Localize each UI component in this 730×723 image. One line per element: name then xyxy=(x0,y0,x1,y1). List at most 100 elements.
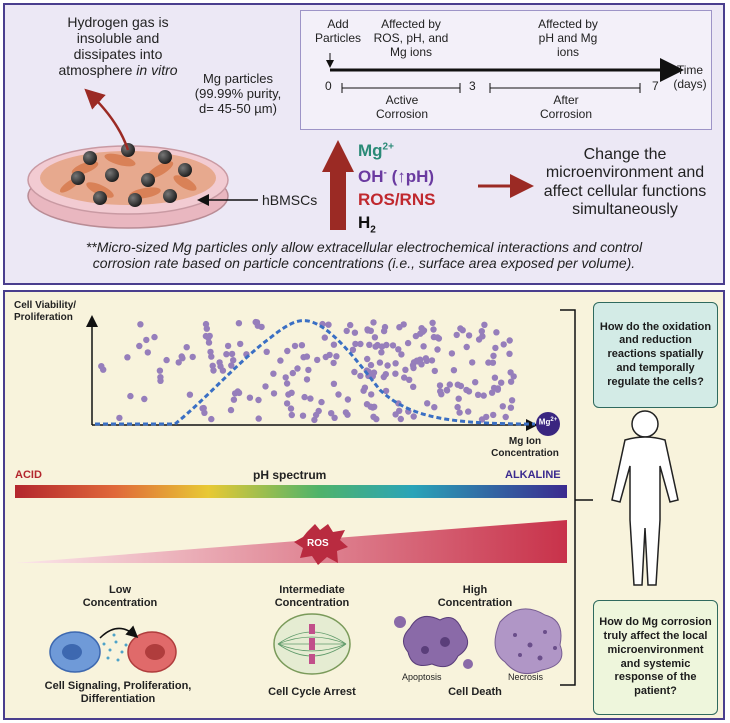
scatter-dot xyxy=(199,405,206,412)
high-effect-label: Cell Death xyxy=(448,686,502,698)
scatter-dot xyxy=(314,356,321,364)
scatter-dot xyxy=(253,319,261,326)
scatter-dot xyxy=(318,398,325,406)
add-particles-label: Add Particles xyxy=(313,17,363,46)
x-axis-line-2: Concentration xyxy=(491,447,559,459)
mg-badge-charge: 2+ xyxy=(550,417,558,423)
scatter-dot xyxy=(357,372,364,380)
scatter-dot xyxy=(478,328,485,335)
scatter-dot xyxy=(202,332,210,340)
timeline-graphic xyxy=(326,53,684,93)
scatter-dot xyxy=(283,380,291,387)
scatter-dot xyxy=(270,370,277,377)
tick-0: 0 xyxy=(325,79,332,93)
scatter-dot xyxy=(392,360,399,367)
scatter-dot xyxy=(384,362,391,369)
scatter-dot xyxy=(489,359,497,366)
active-line-2: Corrosion xyxy=(375,106,429,121)
scatter-dot xyxy=(343,327,350,335)
scatter-dot xyxy=(183,344,190,351)
human-silhouette-icon xyxy=(611,410,679,586)
hydroxide-product: OH- (↑pH) xyxy=(358,167,434,187)
scatter-dot xyxy=(349,346,357,353)
scatter-dot xyxy=(463,386,470,394)
scatter-dot xyxy=(508,397,516,404)
scatter-dot xyxy=(430,326,437,333)
question-box-1: How do the oxidation and reduction react… xyxy=(593,302,718,408)
ph-spectrum-bar xyxy=(15,485,567,498)
scatter-dot xyxy=(410,413,417,420)
y-axis-line-2: Proliferation xyxy=(14,311,73,323)
tick-3: 3 xyxy=(469,79,476,93)
scatter-dot xyxy=(418,361,425,368)
scatter-dot xyxy=(450,367,458,374)
scatter-dot xyxy=(380,327,388,335)
scatter-dot xyxy=(453,331,460,339)
scatter-dot xyxy=(330,359,337,367)
mg-particles-line-2: (99.99% purity, xyxy=(194,85,282,101)
scatter-dot xyxy=(378,349,385,356)
high-line-2: Concentration xyxy=(437,596,513,609)
scatter-dot xyxy=(277,357,284,364)
hydrogen-note: Hydrogen gas is insoluble and dissipates… xyxy=(28,14,208,78)
x-axis-line-1: Mg Ion xyxy=(508,436,542,447)
scatter-dot xyxy=(291,342,299,350)
scatter-dot xyxy=(98,363,105,370)
footnote-line-1: **Micro-sized Mg particles only allow ex… xyxy=(85,239,643,255)
scatter-dot xyxy=(507,369,514,376)
scatter-dot xyxy=(418,325,425,332)
scatter-dot xyxy=(507,404,515,411)
result-line-3: affect cellular functions xyxy=(543,182,707,200)
scatter-dot xyxy=(298,342,306,349)
low-line-2: Concentration xyxy=(82,596,158,609)
scatter-dot xyxy=(136,342,143,350)
mg-particles-line-1: Mg particles xyxy=(202,71,274,86)
scatter-dot xyxy=(502,413,509,421)
scatter-dot xyxy=(331,414,338,421)
scatter-dot xyxy=(488,389,496,396)
ros-burst-icon xyxy=(294,524,348,565)
scatter-dot xyxy=(475,336,483,343)
scatter-dot xyxy=(373,415,380,423)
y-axis-line-1: Cell Viability/ xyxy=(14,300,77,311)
scatter-dot xyxy=(141,395,148,403)
active-line-1: Active xyxy=(385,93,419,107)
scatter-dot xyxy=(392,411,399,418)
affected-2-line-2: pH and Mg xyxy=(538,30,598,45)
affected-phase-1: Affected by ROS, pH, and Mg ions xyxy=(363,17,459,59)
affected-1-line-3: Mg ions xyxy=(389,44,433,59)
low-effect-label: Cell Signaling, Proliferation, Different… xyxy=(28,680,208,705)
scatter-dot xyxy=(307,395,314,402)
scatter-dot xyxy=(124,354,131,361)
scatter-dot xyxy=(342,409,350,416)
scatter-dot xyxy=(263,348,270,355)
scatter-dot xyxy=(417,330,424,337)
time-label-line-1: Time xyxy=(676,63,704,77)
scatter-dot xyxy=(469,359,476,366)
scatter-dot xyxy=(223,351,230,358)
scatter-dot xyxy=(144,349,151,356)
scatter-dot xyxy=(410,383,417,390)
hydrogen-product: H2 xyxy=(358,213,376,236)
scatter-dot xyxy=(328,410,335,417)
scatter-dot xyxy=(137,321,144,328)
scatter-dot xyxy=(454,381,461,388)
scatter-dot xyxy=(423,357,430,364)
ros-wedge xyxy=(15,520,567,563)
scatter-dot xyxy=(456,409,463,416)
scatter-dot xyxy=(207,348,214,356)
hydrogen-note-line-4: atmosphere xyxy=(58,62,133,79)
scatter-dot xyxy=(424,400,431,407)
scatter-dot xyxy=(366,341,373,348)
oh-charge: - xyxy=(383,167,387,179)
time-days-label: Time (days) xyxy=(668,63,712,92)
scatter-dot xyxy=(392,370,399,377)
question-box-2: How do Mg corrosion truly affect the loc… xyxy=(593,600,718,715)
low-effect-line-1: Cell Signaling, Proliferation, xyxy=(44,680,192,692)
h2-subscript: 2 xyxy=(370,224,376,236)
scatter-dot xyxy=(186,391,194,398)
scatter-dot xyxy=(205,339,213,346)
scatter-dot xyxy=(325,321,332,328)
affected-1-line-2: ROS, pH, and xyxy=(373,30,449,45)
